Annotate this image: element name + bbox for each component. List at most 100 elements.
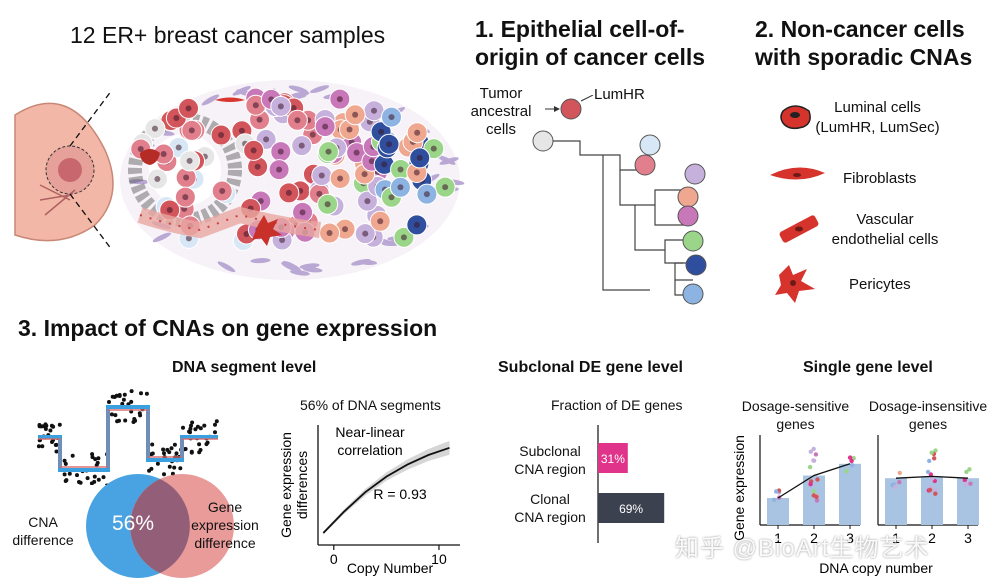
cell-nucleus — [276, 166, 283, 173]
fit-line — [322, 446, 450, 534]
cell-nucleus — [336, 96, 343, 103]
gene-point — [933, 491, 938, 496]
line-chart-ylabel: Gene expression — [280, 432, 294, 538]
segment-point — [169, 446, 174, 451]
cell-nucleus — [353, 149, 360, 156]
fibroblasts-label: Fibroblasts — [843, 170, 917, 187]
segment-point — [113, 413, 118, 418]
r-value: R = 0.93 — [373, 486, 427, 502]
segment-point — [129, 399, 134, 404]
segment-point — [62, 458, 67, 463]
cell-nucleus — [243, 231, 250, 238]
segment-point — [174, 451, 179, 456]
cell-nucleus — [430, 145, 437, 152]
watermark: 知乎 @BioArt生物艺术 — [675, 535, 930, 562]
segment-point — [50, 440, 54, 444]
cell-nucleus — [263, 136, 270, 143]
expression-segment-line — [38, 409, 218, 468]
gene-point — [962, 477, 967, 483]
cell-nucleus — [325, 148, 332, 155]
segment-point — [54, 442, 59, 447]
dna-segment-header: DNA segment level — [172, 359, 317, 376]
cell-nucleus — [252, 102, 259, 109]
gene-x-tick-label: 3 — [964, 530, 972, 546]
cell-nucleus — [400, 234, 407, 241]
gene-mean-line — [895, 475, 969, 479]
line-chart-xlabel: Copy Number — [347, 560, 434, 576]
gene-point — [811, 446, 816, 452]
gene-bar — [957, 478, 979, 525]
cell-nucleus — [290, 104, 297, 111]
cell-nucleus — [352, 111, 359, 118]
cell-nucleus — [185, 105, 192, 112]
cell-nucleus — [322, 123, 329, 130]
fibroblast — [310, 85, 330, 94]
cell-nucleus — [346, 126, 353, 133]
gene-point — [963, 481, 969, 487]
segment-point — [133, 418, 138, 423]
pericytes-label: Pericytes — [849, 276, 911, 293]
segment-point — [78, 480, 83, 485]
fibroblast — [250, 258, 271, 264]
segment-point — [167, 450, 172, 455]
segment-point — [62, 472, 67, 477]
fibroblast — [128, 179, 149, 185]
cell-nucleus — [137, 145, 144, 152]
cell-nucleus — [386, 141, 393, 148]
segment-point — [129, 389, 134, 394]
segment-point — [117, 394, 122, 398]
gene-point — [933, 448, 938, 453]
gene-point — [847, 455, 853, 460]
gene-x-tick-label: 1 — [892, 530, 900, 546]
cell-nucleus — [298, 142, 305, 149]
cell-nucleus — [294, 117, 301, 124]
cell-nucleus — [316, 190, 323, 197]
gene-point — [808, 482, 813, 487]
gene-point — [850, 463, 855, 468]
tree-node — [639, 134, 661, 156]
gene-point — [897, 470, 902, 476]
gene-point — [928, 472, 934, 477]
fibroblast — [288, 85, 308, 93]
segment-point — [117, 418, 121, 423]
cell-nucleus — [218, 132, 225, 139]
segment-point — [63, 461, 68, 466]
single-gene-header: Single gene level — [803, 359, 933, 376]
cell-nucleus — [364, 198, 371, 205]
cell-nucleus — [309, 131, 316, 138]
gene-point — [814, 498, 820, 503]
segment-point — [204, 442, 209, 447]
gene-point — [897, 480, 902, 485]
segment-point — [181, 425, 185, 430]
samples-title: 12 ER+ breast cancer samples — [70, 22, 386, 48]
gene-bar — [921, 476, 943, 525]
segment-point — [183, 447, 188, 451]
gene-point — [967, 467, 972, 472]
cell-nucleus — [361, 171, 368, 178]
segment-point — [197, 442, 202, 447]
segment-point — [214, 419, 219, 424]
hbar-title: Fraction of DE genes — [551, 397, 683, 413]
de-bar — [598, 493, 665, 523]
fibroblast — [289, 91, 310, 98]
cell-nucleus — [362, 230, 369, 237]
gene-point — [964, 469, 969, 475]
segment-point — [43, 427, 48, 431]
segment-point — [43, 422, 48, 427]
cell-nucleus — [397, 184, 404, 191]
segment-point — [122, 392, 127, 397]
segment-point — [202, 423, 207, 428]
segment-point — [109, 412, 114, 417]
cell-nucleus — [337, 175, 344, 182]
tree-node-normal — [532, 130, 554, 152]
cell-nucleus — [377, 218, 384, 225]
cell-nucleus — [324, 201, 331, 208]
cell-nucleus — [182, 194, 189, 201]
gene-point — [968, 481, 973, 486]
x-tick-label: 10 — [431, 551, 447, 567]
cell-nucleus — [154, 176, 161, 183]
gene-bar — [803, 475, 825, 525]
segment-point — [190, 420, 195, 425]
cell-nucleus — [368, 158, 375, 165]
segment-point — [90, 452, 95, 457]
